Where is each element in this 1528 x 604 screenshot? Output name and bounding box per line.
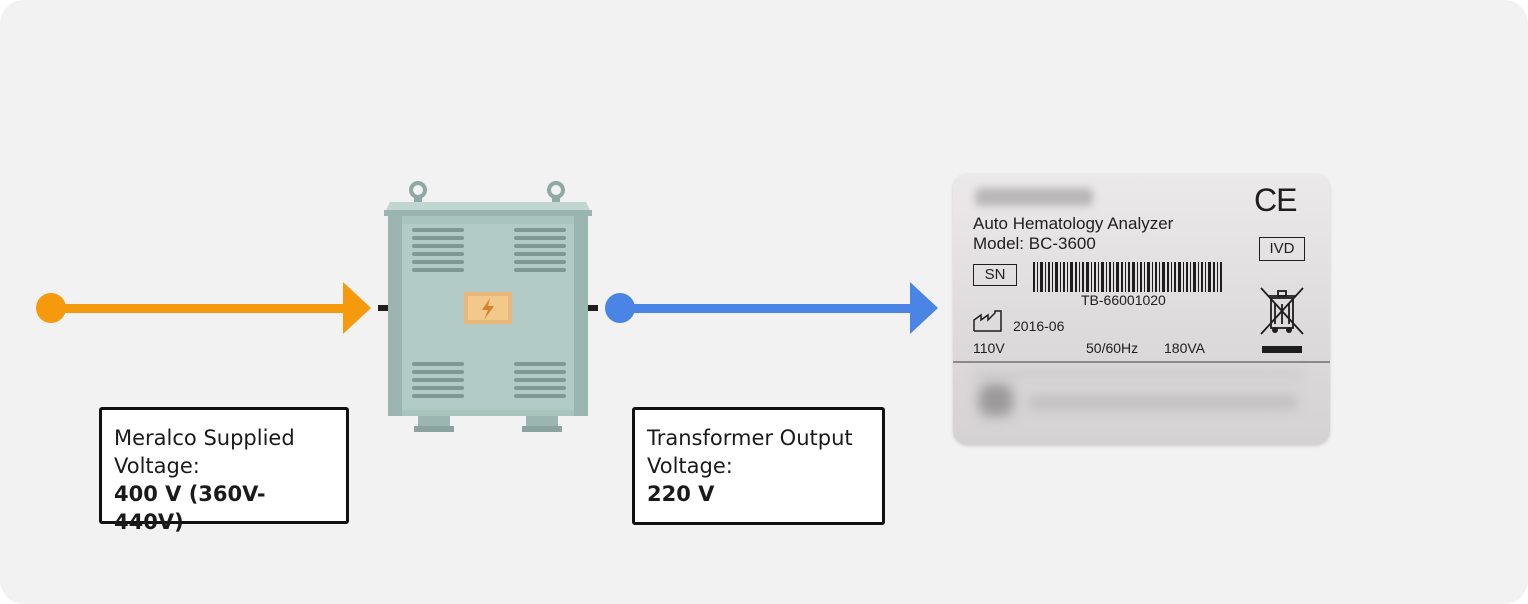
input-arrowhead (343, 282, 371, 334)
blurred-text-2 (1028, 396, 1298, 408)
blurred-text-1 (973, 370, 1303, 380)
output-wire (620, 304, 914, 313)
input-callout-line2: Voltage: (114, 454, 200, 478)
device-rating-label: Auto Hematology Analyzer Model: BC-3600 … (953, 174, 1330, 445)
weee-bin-icon (1260, 287, 1304, 335)
ivd-mark: IVD (1259, 237, 1305, 261)
label-divider (953, 361, 1330, 363)
input-callout-line1: Meralco Supplied (114, 426, 295, 450)
weee-bar (1262, 346, 1302, 353)
output-callout-line1: Transformer Output (647, 426, 853, 450)
sn-label: SN (973, 264, 1017, 286)
input-voltage-callout: Meralco Supplied Voltage: 400 V (360V-44… (99, 407, 349, 534)
manufacture-date: 2016-06 (1013, 318, 1065, 334)
blurred-manufacturer (975, 188, 1093, 206)
output-arrowhead (910, 282, 938, 334)
output-voltage-callout: Transformer Output Voltage: 220 V (632, 407, 885, 525)
rated-voltage: 110V (973, 340, 1005, 356)
input-wire (51, 304, 347, 313)
output-voltage-value: 220 V (647, 482, 715, 506)
output-terminal (588, 305, 598, 311)
device-model: Model: BC-3600 (973, 234, 1096, 253)
factory-icon (973, 310, 1002, 332)
device-name: Auto Hematology Analyzer (973, 214, 1174, 233)
input-terminal (378, 305, 388, 311)
blurred-logo (979, 384, 1013, 416)
serial-number: TB-66001020 (1081, 292, 1166, 308)
input-voltage-value: 400 V (360V-440V) (114, 482, 266, 534)
transformer-icon (384, 181, 592, 432)
rated-power: 180VA (1164, 340, 1205, 356)
lightning-icon (482, 298, 494, 320)
rated-frequency: 50/60Hz (1086, 340, 1139, 356)
output-callout-line2: Voltage: (647, 454, 733, 478)
barcode-icon (1033, 262, 1222, 292)
ce-mark: CE (1254, 182, 1297, 218)
